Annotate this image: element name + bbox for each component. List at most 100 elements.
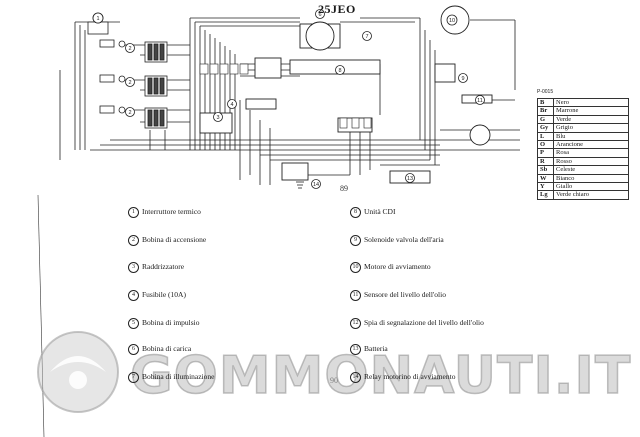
color-name: Rosso <box>553 156 629 167</box>
svg-text:6: 6 <box>318 12 321 18</box>
color-code: Y <box>537 182 554 192</box>
svg-text:13: 13 <box>407 176 413 182</box>
legend-number: 1 <box>128 207 139 218</box>
svg-text:1: 1 <box>96 16 99 22</box>
legend-number: 5 <box>128 318 139 329</box>
svg-text:10: 10 <box>449 18 455 24</box>
color-code: O <box>537 140 554 150</box>
legend-label: Bobina di illuminazione <box>142 372 215 382</box>
color-name: Nero <box>553 97 629 108</box>
legend-number: 9 <box>350 235 361 246</box>
color-code: P <box>537 148 554 158</box>
color-code: L <box>537 131 554 142</box>
legend-number: 6 <box>128 344 139 355</box>
color-code: Gy <box>537 123 554 133</box>
color-code: Sb <box>537 165 554 175</box>
legend-label: Spia di segnalazione del livello dell'ol… <box>364 318 484 328</box>
color-name: Verde chiaro <box>553 190 629 200</box>
legend-number: 4 <box>128 290 139 301</box>
watermark-text: GOMMONAUTI.IT <box>129 345 632 407</box>
color-name: Marrone <box>553 106 629 116</box>
legend-label: Interruttore termico <box>142 207 201 217</box>
legend-label: Solenoide valvola dell'aria <box>364 235 444 245</box>
color-code: W <box>537 173 554 184</box>
color-code: Lg <box>537 190 554 200</box>
legend-label: Raddrizzatore <box>142 262 185 272</box>
wiring-diagram: 1 2 2 2 3 4 6 7 8 9 10 11 13 14 <box>59 5 520 189</box>
svg-text:3: 3 <box>216 115 219 121</box>
legend-number: 2 <box>128 235 139 246</box>
color-name: Celeste <box>553 165 629 175</box>
legend-label: Bobina di impulsio <box>142 318 200 328</box>
svg-text:11: 11 <box>477 98 483 104</box>
legend-number: 12 <box>350 318 361 329</box>
svg-text:2: 2 <box>128 80 131 86</box>
legend-label: Unità CDI <box>364 207 396 217</box>
legend-label: Motore di avviamento <box>364 262 431 272</box>
legend-number: 10 <box>350 262 361 273</box>
color-name: Bianco <box>553 173 629 184</box>
svg-text:4: 4 <box>230 102 233 108</box>
legend-number: 13 <box>350 344 361 355</box>
page-number-top: 89 <box>340 184 348 193</box>
color-table-code: P-0015 <box>537 89 554 95</box>
color-code: R <box>537 156 554 167</box>
color-name: Grigio <box>553 123 629 133</box>
svg-text:14: 14 <box>313 182 319 188</box>
color-name: Arancione <box>553 140 629 150</box>
legend-number: 7 <box>128 372 139 383</box>
color-name: Giallo <box>553 182 629 192</box>
legend-number: 3 <box>128 262 139 273</box>
svg-text:7: 7 <box>365 34 368 40</box>
legend-label: Fusibile (10A) <box>142 290 186 300</box>
color-name: Rosa <box>553 148 629 158</box>
svg-text:9: 9 <box>461 76 464 82</box>
page-number-bottom: 90 <box>330 376 338 385</box>
legend-label: Sensore del livello dell'olio <box>364 290 446 300</box>
legend-label: Batteria <box>364 344 388 354</box>
color-code: B <box>537 97 554 108</box>
page-edge-line <box>37 195 45 437</box>
svg-text:8: 8 <box>338 68 341 74</box>
diagram-title: 25JEO <box>318 2 356 16</box>
svg-text:2: 2 <box>128 110 131 116</box>
legend-label: Bobina di carica <box>142 344 192 354</box>
watermark-logo <box>37 331 119 413</box>
color-name: Blu <box>553 131 629 142</box>
legend-number: 11 <box>350 290 361 301</box>
legend-label: Bobina di accensione <box>142 235 207 245</box>
legend-number: 8 <box>350 207 361 218</box>
color-code: G <box>537 114 554 125</box>
color-name: Verde <box>553 114 629 125</box>
legend-label: Relay motorino di avviamento <box>364 372 456 382</box>
color-code: Br <box>537 106 554 116</box>
svg-text:2: 2 <box>128 46 131 52</box>
